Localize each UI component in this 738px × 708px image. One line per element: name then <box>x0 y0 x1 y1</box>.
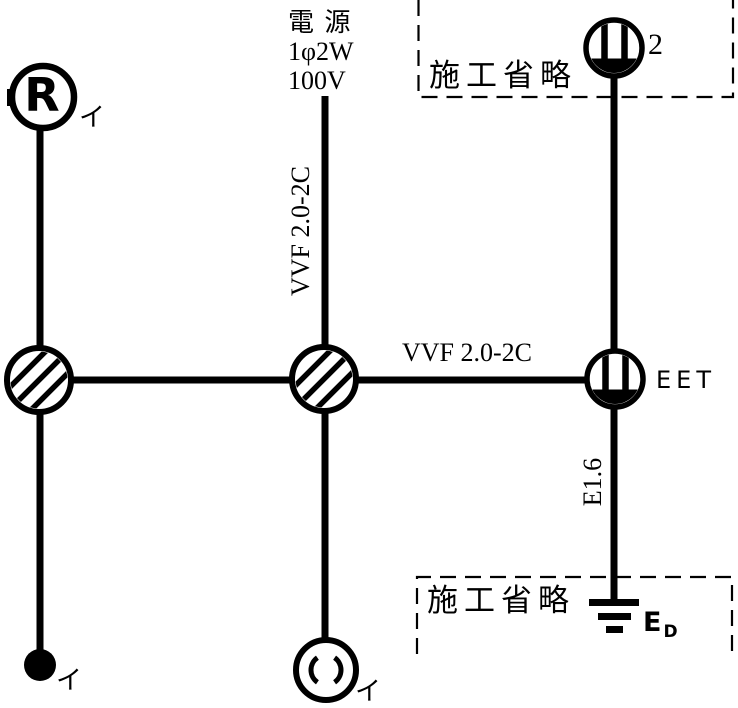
circuit-mark-ceiling-light: イ <box>355 677 382 706</box>
construction-omitted-label-top: 施工省略 <box>429 58 577 93</box>
power-source-title: 電 源 <box>288 8 353 37</box>
wires <box>36 74 618 651</box>
double-outlet-quantity: 2 <box>648 28 663 61</box>
earth-electrode-label-sub: D <box>663 622 678 642</box>
circuit-mark-switch: イ <box>56 666 83 695</box>
cable-label-earth: E1.6 <box>578 457 607 507</box>
cable-label-branch: VVF 2.0-2C <box>402 338 533 367</box>
cable-label-power: VVF 2.0-2C <box>286 165 315 297</box>
eet-outlet-symbol <box>584 348 646 410</box>
eet-outlet-label: EET <box>656 366 716 394</box>
power-source-phase: 1φ2W <box>288 37 354 66</box>
construction-omitted-box-bottom <box>415 575 734 656</box>
construction-omitted-box-top <box>417 0 735 99</box>
junction-box-center-symbol <box>289 344 359 414</box>
double-outlet-symbol <box>583 17 645 79</box>
power-source-voltage: 100V <box>288 66 346 95</box>
construction-omitted-label-bottom: 施工省略 <box>427 583 575 618</box>
earth-electrode-label-main: E <box>643 607 662 638</box>
junction-box-left-symbol <box>4 345 74 415</box>
power-source-label: 電 源 1φ2W 100V <box>288 8 354 95</box>
lamp-receptacle-wall-mark <box>7 89 13 106</box>
circuit-mark-lamp-receptacle: イ <box>79 103 106 132</box>
earth-symbol <box>589 599 639 633</box>
lamp-receptacle-letter: R <box>24 68 60 123</box>
ceiling-light-symbol <box>293 637 359 703</box>
lamp-receptacle-symbol <box>7 62 78 132</box>
switch-symbol <box>24 649 56 681</box>
